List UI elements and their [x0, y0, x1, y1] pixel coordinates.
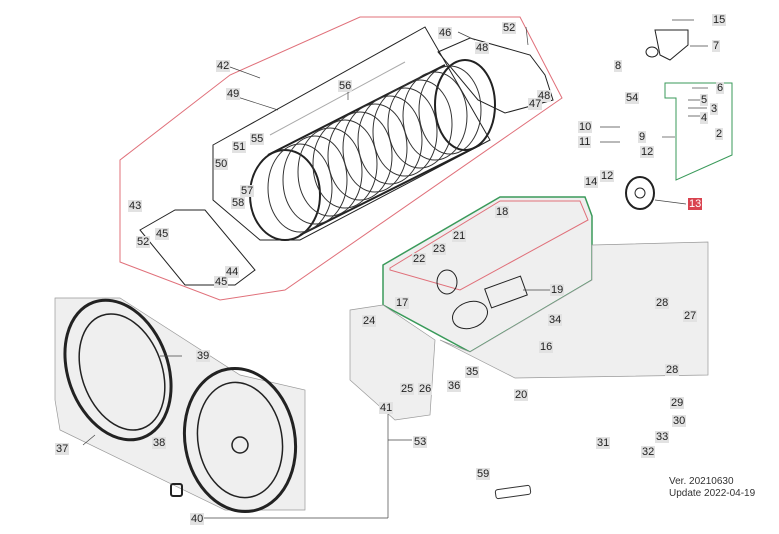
- part-label-6[interactable]: 6: [716, 82, 725, 94]
- group-20-panel: [439, 241, 709, 379]
- part-label-19[interactable]: 19: [550, 284, 565, 296]
- part-label-15[interactable]: 15: [712, 14, 727, 26]
- part-label-46[interactable]: 46: [438, 27, 453, 39]
- group-54-outline: [664, 82, 733, 181]
- part-label-7[interactable]: 7: [712, 40, 721, 52]
- part-label-24[interactable]: 24: [362, 315, 377, 327]
- part-label-29[interactable]: 29: [670, 397, 685, 409]
- version-text: Ver. 20210630: [669, 476, 734, 487]
- group-37-panel: [54, 297, 306, 511]
- part-label-52[interactable]: 52: [136, 236, 151, 248]
- part-label-27[interactable]: 27: [683, 310, 698, 322]
- part-label-12[interactable]: 12: [640, 146, 655, 158]
- part-label-55[interactable]: 55: [250, 133, 265, 145]
- part-label-17[interactable]: 17: [395, 297, 410, 309]
- part-label-45[interactable]: 45: [214, 276, 229, 288]
- part-label-45[interactable]: 45: [155, 228, 170, 240]
- part-label-18[interactable]: 18: [495, 206, 510, 218]
- part-label-9[interactable]: 9: [638, 131, 647, 143]
- part-label-13-highlighted[interactable]: 13: [688, 198, 703, 210]
- caster-wheel-icon: [625, 176, 655, 210]
- part-label-53[interactable]: 53: [413, 436, 428, 448]
- tire-icon: [63, 298, 173, 442]
- group-42-outline: [119, 16, 563, 301]
- part-label-47[interactable]: 47: [528, 98, 543, 110]
- part-label-39[interactable]: 39: [196, 350, 211, 362]
- group-17-outline: [389, 200, 589, 291]
- part-label-41[interactable]: 41: [379, 402, 394, 414]
- part-label-11[interactable]: 11: [578, 136, 592, 148]
- part-label-50[interactable]: 50: [214, 158, 229, 170]
- part-label-40[interactable]: 40: [190, 513, 205, 525]
- motor-icon: [436, 269, 528, 330]
- part-label-3[interactable]: 3: [710, 103, 719, 115]
- part-label-57[interactable]: 57: [240, 185, 255, 197]
- part-label-10[interactable]: 10: [578, 121, 593, 133]
- part-label-31[interactable]: 31: [596, 437, 611, 449]
- part-label-49[interactable]: 49: [226, 88, 241, 100]
- part-label-52[interactable]: 52: [502, 22, 517, 34]
- part-label-32[interactable]: 32: [641, 446, 656, 458]
- part-label-30[interactable]: 30: [672, 415, 687, 427]
- part-label-28[interactable]: 28: [655, 297, 670, 309]
- part-label-51[interactable]: 51: [232, 141, 247, 153]
- part-label-43[interactable]: 43: [128, 200, 143, 212]
- part-label-14[interactable]: 14: [584, 176, 599, 188]
- part-label-25[interactable]: 25: [400, 383, 415, 395]
- part-label-37[interactable]: 37: [55, 443, 70, 455]
- part-label-59[interactable]: 59: [476, 468, 491, 480]
- part-label-22[interactable]: 22: [412, 253, 427, 265]
- leader-lines: [82, 19, 708, 519]
- group-49-outline: [212, 26, 491, 241]
- part-label-44[interactable]: 44: [225, 266, 240, 278]
- part-label-8[interactable]: 8: [614, 60, 623, 72]
- bracket-icon: [645, 29, 689, 61]
- part-label-58[interactable]: 58: [231, 197, 246, 209]
- part-label-20[interactable]: 20: [514, 389, 529, 401]
- part-label-54[interactable]: 54: [625, 92, 640, 104]
- group-46-outline: [437, 37, 554, 114]
- part-label-48[interactable]: 48: [475, 42, 490, 54]
- part-label-12[interactable]: 12: [600, 170, 615, 182]
- caster-nut-icon: [170, 483, 183, 497]
- part-label-28[interactable]: 28: [665, 364, 680, 376]
- part-label-33[interactable]: 33: [655, 431, 670, 443]
- update-date-text: Update 2022-04-19: [669, 488, 756, 499]
- part-label-23[interactable]: 23: [432, 243, 447, 255]
- part-label-38[interactable]: 38: [152, 437, 167, 449]
- drum-icon: [249, 59, 496, 241]
- part-label-34[interactable]: 34: [548, 314, 563, 326]
- part-label-16[interactable]: 16: [539, 341, 554, 353]
- part-label-36[interactable]: 36: [447, 380, 462, 392]
- part-label-42[interactable]: 42: [216, 60, 231, 72]
- part-label-5[interactable]: 5: [700, 94, 709, 106]
- part-label-35[interactable]: 35: [465, 366, 480, 378]
- group-43-outline: [139, 209, 256, 286]
- part-label-2[interactable]: 2: [715, 128, 724, 140]
- part-label-21[interactable]: 21: [452, 230, 467, 242]
- rim-icon: [182, 366, 298, 514]
- part-label-56[interactable]: 56: [338, 80, 353, 92]
- part-label-26[interactable]: 26: [418, 383, 433, 395]
- part-label-4[interactable]: 4: [700, 112, 709, 124]
